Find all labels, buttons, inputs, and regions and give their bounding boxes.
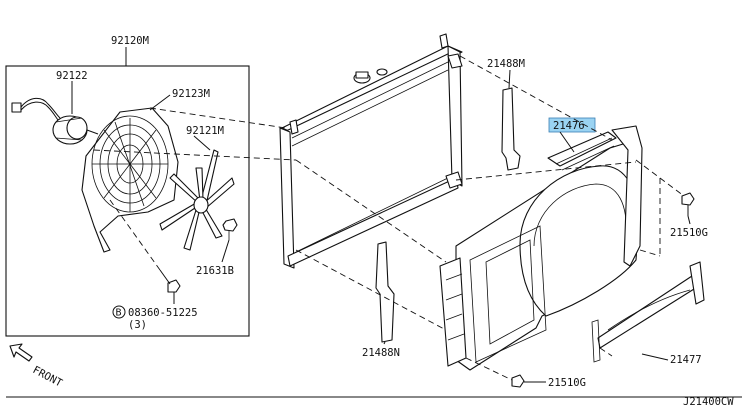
radiator bbox=[279, 33, 463, 269]
assembly-box bbox=[5, 65, 250, 337]
front-indicator: FRONT bbox=[9, 343, 65, 390]
seal-upper bbox=[501, 87, 521, 171]
label-screw-qty: (3) bbox=[128, 319, 147, 331]
assembly-lines bbox=[93, 55, 685, 381]
fan-assembly-group: 92120M 92122 92123M bbox=[5, 35, 250, 337]
label-21488m[interactable]: 21488M bbox=[487, 58, 525, 70]
motor-wire bbox=[20, 97, 61, 119]
fan-shroud bbox=[81, 107, 179, 253]
motor-connector bbox=[11, 102, 22, 113]
mounting-screw bbox=[109, 199, 181, 293]
circled-b-icon bbox=[112, 305, 126, 319]
blade-nut bbox=[222, 218, 238, 240]
label-front: FRONT bbox=[31, 364, 65, 390]
seal-lower-leader bbox=[383, 341, 386, 345]
label-92120m[interactable]: 92120M bbox=[111, 35, 149, 47]
drawing-number: J21400CW bbox=[683, 396, 734, 408]
label-21477[interactable]: 21477 bbox=[670, 354, 702, 366]
label-21510g-bottom[interactable]: 21510G bbox=[548, 377, 586, 389]
fan-blade bbox=[159, 149, 235, 251]
label-21510g-right[interactable]: 21510G bbox=[670, 227, 708, 239]
label-21488n[interactable]: 21488N bbox=[362, 347, 400, 359]
label-21631b[interactable]: 21631B bbox=[196, 265, 234, 277]
label-92121m[interactable]: 92121M bbox=[186, 125, 224, 137]
radiator-shroud bbox=[439, 125, 643, 371]
label-92122[interactable]: 92122 bbox=[56, 70, 88, 82]
shroud-leader bbox=[149, 94, 171, 111]
blade-hub bbox=[193, 196, 209, 214]
selected-part-highlight bbox=[548, 117, 596, 133]
blade-leader bbox=[193, 135, 211, 151]
shroud-lower-leader bbox=[641, 353, 669, 361]
seal-upper-leader bbox=[508, 69, 511, 89]
label-08360-51225[interactable]: 08360-51225 bbox=[128, 307, 198, 319]
nut-leader bbox=[221, 239, 230, 263]
seal-lower bbox=[375, 241, 395, 343]
motor-wire-2 bbox=[20, 101, 59, 121]
bolt-bottom bbox=[511, 374, 546, 388]
motor-face bbox=[66, 116, 88, 140]
front-arrow-icon bbox=[9, 343, 33, 362]
selected-part-leader bbox=[559, 131, 575, 153]
label-screw-prefix: B bbox=[116, 308, 122, 319]
motor-shaft bbox=[86, 129, 99, 135]
label-21476[interactable]: 21476 bbox=[553, 120, 585, 132]
bolt-right bbox=[681, 192, 695, 225]
fan-motor bbox=[11, 97, 99, 145]
label-92123m[interactable]: 92123M bbox=[172, 88, 210, 100]
shroud-lower bbox=[591, 261, 705, 363]
